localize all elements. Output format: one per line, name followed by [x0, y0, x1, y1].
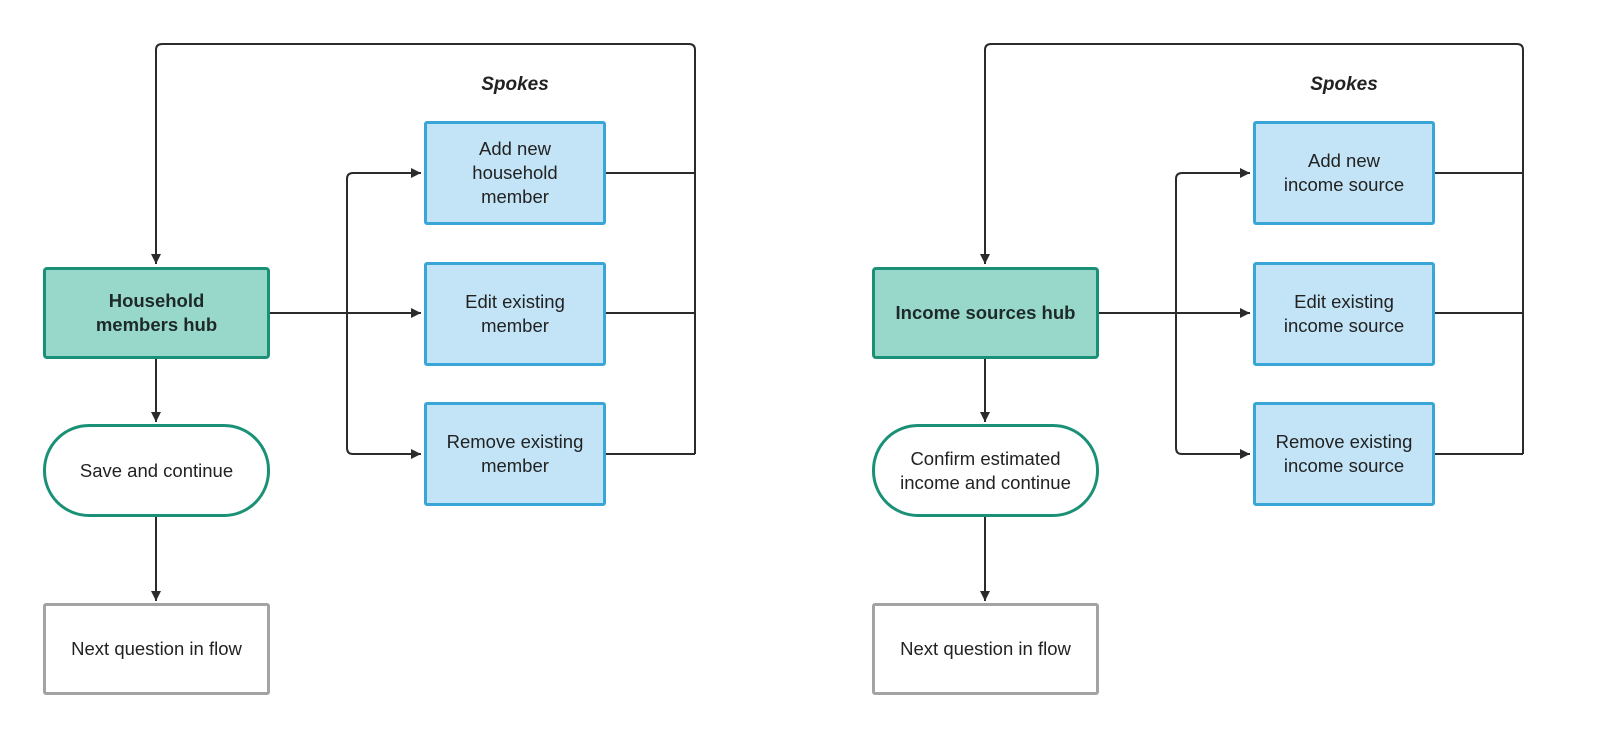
- save-and-continue-terminal: Save and continue: [43, 424, 270, 517]
- branch-spoke-1-left: [346, 168, 421, 313]
- spoke-add-income-source-label: Add new income source: [1283, 150, 1405, 195]
- next-question-label-right: Next question in flow: [900, 638, 1071, 659]
- spokes-label-right: Spokes: [1310, 74, 1378, 95]
- next-question-node-right: Next question in flow: [872, 603, 1099, 695]
- spoke-add-household-member: Add new household member: [424, 121, 606, 225]
- income-sources-hub-node: Income sources hub: [872, 267, 1099, 359]
- spoke-edit-income-source: Edit existing income source: [1253, 262, 1435, 366]
- spoke-remove-income-source-label: Remove existing income source: [1275, 431, 1413, 476]
- spoke-edit-income-source-label: Edit existing income source: [1283, 291, 1405, 336]
- branch-spoke-3-right: [1175, 313, 1250, 459]
- spoke-edit-member-label: Edit existing member: [465, 291, 565, 336]
- next-question-label-left: Next question in flow: [71, 638, 242, 659]
- spoke-remove-member-label: Remove existing member: [446, 431, 584, 476]
- loop-back-arrow-left: [156, 43, 696, 455]
- confirm-income-terminal: Confirm estimated income and continue: [872, 424, 1099, 517]
- branch-spoke-3-left: [346, 313, 421, 459]
- spoke-remove-member: Remove existing member: [424, 402, 606, 506]
- save-and-continue-label: Save and continue: [79, 459, 234, 481]
- income-sources-hub-label: Income sources hub: [895, 302, 1076, 323]
- spoke-add-income-source: Add new income source: [1253, 121, 1435, 225]
- spoke-remove-income-source: Remove existing income source: [1253, 402, 1435, 506]
- branch-spoke-1-right: [1175, 168, 1250, 313]
- loop-back-arrow-right: [985, 43, 1524, 455]
- spoke-add-household-member-label: Add new household member: [472, 138, 558, 207]
- spoke-edit-member: Edit existing member: [424, 262, 606, 366]
- household-members-hub-label: Household members hub: [95, 290, 218, 335]
- next-question-node-left: Next question in flow: [43, 603, 270, 695]
- spokes-label-left: Spokes: [481, 74, 549, 95]
- household-members-hub-node: Household members hub: [43, 267, 270, 359]
- confirm-income-label: Confirm estimated income and continue: [900, 447, 1071, 493]
